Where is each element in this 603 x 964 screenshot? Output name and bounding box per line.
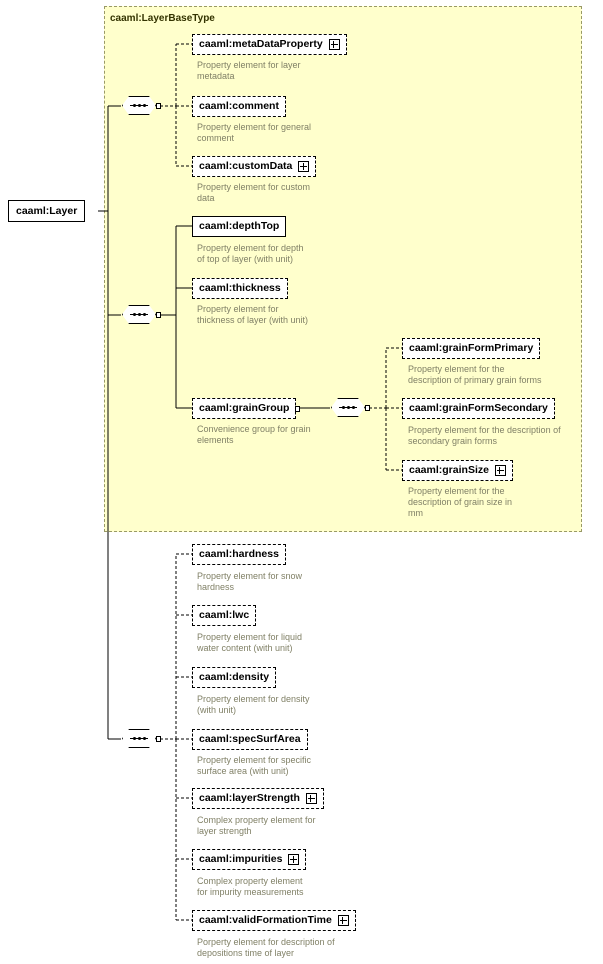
element-description: Complex property element for layer stren… xyxy=(197,815,316,836)
sequence-dots-icon xyxy=(122,96,156,115)
element-description: Porperty element for description of depo… xyxy=(197,937,335,958)
sequence-dots-icon xyxy=(331,398,365,417)
element-layerStrength[interactable]: caaml:layerStrength xyxy=(192,788,324,809)
root-element-caaml-layer[interactable]: caaml:Layer xyxy=(8,200,86,222)
expand-plus-icon[interactable] xyxy=(298,161,310,172)
element-description: Property element for density (with unit) xyxy=(197,694,310,715)
sequence-connector-nub xyxy=(156,311,161,318)
element-description: Property element for the description of … xyxy=(408,364,542,385)
sequence-connector-bottom[interactable] xyxy=(122,729,161,748)
element-metaDataProperty[interactable]: caaml:metaDataProperty xyxy=(192,34,347,55)
layer-base-type-panel xyxy=(104,6,582,532)
element-description: Complex property element for impurity me… xyxy=(197,876,304,897)
element-label: caaml:customData xyxy=(199,160,293,173)
element-label: caaml:grainSize xyxy=(409,464,489,477)
element-specSurfArea[interactable]: caaml:specSurfArea xyxy=(192,729,308,750)
root-element-label: caaml:Layer xyxy=(16,205,78,217)
element-thickness[interactable]: caaml:thickness xyxy=(192,278,288,299)
element-description: Property element for snow hardness xyxy=(197,571,303,592)
element-label: caaml:grainFormSecondary xyxy=(409,402,548,415)
sequence-connector-grain[interactable] xyxy=(331,398,370,417)
layer-base-type-title: caaml:LayerBaseType xyxy=(110,13,215,24)
expand-plus-icon[interactable] xyxy=(328,39,340,50)
sequence-connector-nub xyxy=(365,404,370,411)
element-validFormationTime[interactable]: caaml:validFormationTime xyxy=(192,910,356,931)
element-connector-nub xyxy=(295,405,301,412)
element-description: Property element for custom data xyxy=(197,182,311,203)
element-description: Property element for general comment xyxy=(197,122,312,143)
element-lwc[interactable]: caaml:lwc xyxy=(192,605,257,626)
element-label: caaml:density xyxy=(199,671,270,684)
element-description: Property element for the description of … xyxy=(408,425,561,446)
sequence-connector-nub xyxy=(156,735,161,742)
sequence-connector-middle[interactable] xyxy=(122,305,161,324)
element-label: caaml:grainFormPrimary xyxy=(409,342,534,355)
element-label: caaml:lwc xyxy=(199,609,250,622)
element-comment[interactable]: caaml:comment xyxy=(192,96,286,117)
element-label: caaml:layerStrength xyxy=(199,792,300,805)
element-label: caaml:hardness xyxy=(199,548,279,561)
element-label: caaml:thickness xyxy=(199,282,281,295)
element-label: caaml:validFormationTime xyxy=(199,914,332,927)
expand-plus-icon[interactable] xyxy=(288,854,300,865)
element-label: caaml:comment xyxy=(199,100,279,113)
sequence-dots-icon xyxy=(122,729,156,748)
element-label: caaml:metaDataProperty xyxy=(199,38,323,51)
sequence-dots-icon xyxy=(122,305,156,324)
sequence-connector-top[interactable] xyxy=(122,96,161,115)
element-hardness[interactable]: caaml:hardness xyxy=(192,544,286,565)
element-description: Property element for thickness of layer … xyxy=(197,304,309,325)
element-label: caaml:grainGroup xyxy=(199,402,290,415)
expand-plus-icon[interactable] xyxy=(494,465,506,476)
element-impurities[interactable]: caaml:impurities xyxy=(192,849,307,870)
element-grainGroup[interactable]: caaml:grainGroup xyxy=(192,398,301,419)
expand-plus-icon[interactable] xyxy=(305,793,317,804)
element-label: caaml:depthTop xyxy=(199,220,280,233)
element-description: Convenience group for grain elements xyxy=(197,424,311,445)
element-description: Property element for liquid water conten… xyxy=(197,632,303,653)
element-description: Property element for layer metadata xyxy=(197,60,301,81)
element-description: Property element for the description of … xyxy=(408,486,513,518)
sequence-connector-nub xyxy=(156,102,161,109)
element-depthTop[interactable]: caaml:depthTop xyxy=(192,216,287,237)
element-description: Property element for depth of top of lay… xyxy=(197,243,304,264)
element-density[interactable]: caaml:density xyxy=(192,667,277,688)
expand-plus-icon[interactable] xyxy=(337,915,349,926)
element-grainFormPrimary[interactable]: caaml:grainFormPrimary xyxy=(402,338,541,359)
element-label: caaml:specSurfArea xyxy=(199,733,301,746)
element-label: caaml:impurities xyxy=(199,853,283,866)
element-description: Property element for specific surface ar… xyxy=(197,755,312,776)
element-grainFormSecondary[interactable]: caaml:grainFormSecondary xyxy=(402,398,555,419)
element-grainSize[interactable]: caaml:grainSize xyxy=(402,460,513,481)
element-customData[interactable]: caaml:customData xyxy=(192,156,317,177)
